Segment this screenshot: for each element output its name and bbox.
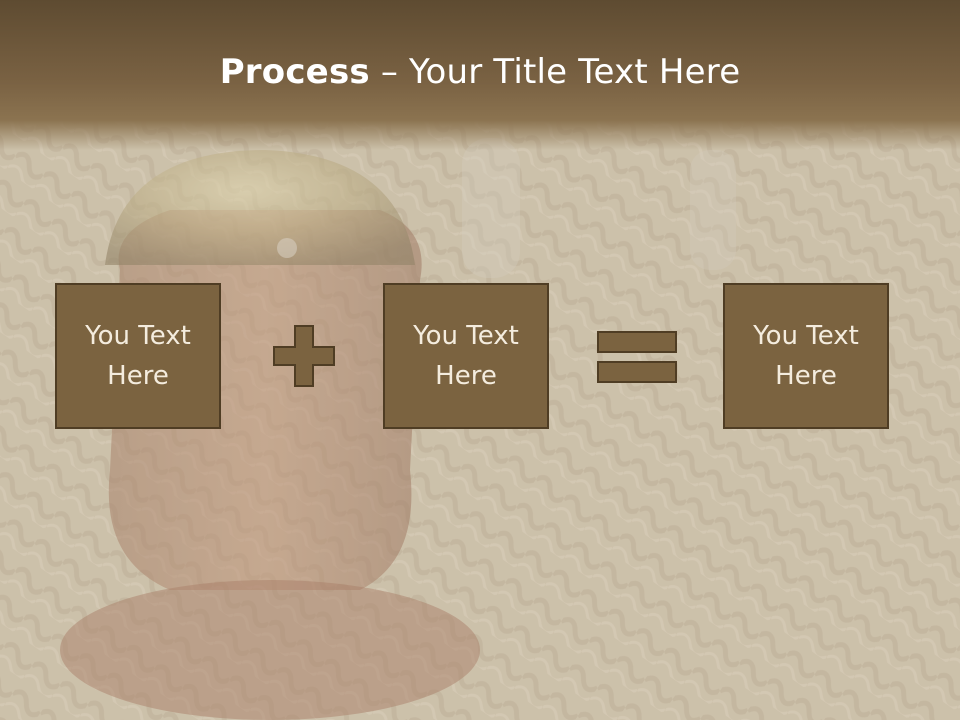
title-bold: Process bbox=[219, 52, 370, 92]
process-box-1-text: You Text Here bbox=[85, 321, 191, 391]
process-box-2-text: You Text Here bbox=[413, 321, 519, 391]
plus-icon bbox=[273, 325, 335, 387]
equals-icon bbox=[597, 331, 677, 383]
slide-title: Process – Your Title Text Here bbox=[0, 52, 960, 92]
title-bar: Process – Your Title Text Here bbox=[0, 0, 960, 150]
process-box-2[interactable]: You Text Here bbox=[383, 283, 549, 429]
title-rest: – Your Title Text Here bbox=[369, 52, 741, 92]
process-box-1[interactable]: You Text Here bbox=[55, 283, 221, 429]
process-box-3[interactable]: You Text Here bbox=[723, 283, 889, 429]
process-box-3-text: You Text Here bbox=[753, 321, 859, 391]
